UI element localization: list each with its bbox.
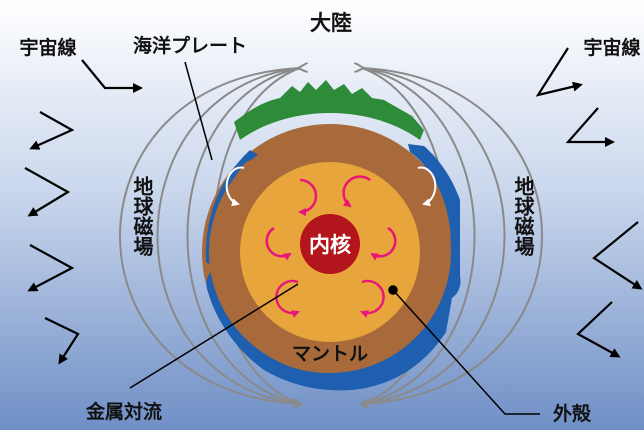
mantle-label: マントル (292, 343, 368, 365)
convection-arrow (342, 175, 371, 208)
earth (202, 80, 461, 391)
inner-core-label: 内核 (309, 233, 351, 257)
cosmic-ray-arrows-left (24, 59, 143, 365)
cosmic-ray-arrow (29, 111, 75, 150)
cosmic-ray-arrow (27, 244, 75, 292)
metal-convection-leader (129, 283, 299, 389)
mantle-arrow (417, 166, 437, 207)
cosmic-ray-arrow (44, 317, 80, 365)
outer-core-label: 外殻 (553, 402, 592, 425)
cosmic-ray-arrow (576, 301, 621, 358)
cosmic-ray-arrow (535, 47, 583, 97)
cosmic-ray-arrows-right (535, 47, 643, 358)
ocean-plate-label: 海洋プレート (133, 34, 247, 57)
leader-lines (129, 61, 540, 415)
cosmic-ray-arrow (24, 167, 71, 217)
continent (234, 80, 424, 140)
field-line-right-outer (362, 68, 543, 404)
ocean-plate-leader (184, 61, 213, 161)
cosmic-ray-arrow (81, 59, 143, 93)
convection-arrow (298, 178, 318, 216)
geomagnetic-field-label-right: 地球磁場 (511, 176, 535, 256)
mantle-convection-arrows (225, 166, 437, 207)
cosmic-ray-label-left: 宇宙線 (19, 36, 76, 59)
ocean-plate (205, 144, 461, 391)
core-convection-arrows (265, 175, 397, 318)
metal-convection-label: 金属対流 (85, 400, 162, 423)
convection-arrow (360, 279, 385, 318)
mantle-arrow (225, 166, 245, 207)
cosmic-ray-arrow (565, 107, 615, 147)
field-line-left-3 (186, 67, 301, 405)
convection-arrow (265, 226, 292, 261)
continent-label: 大陸 (310, 11, 352, 35)
field-line-right-3 (361, 67, 476, 405)
cosmic-ray-arrow (592, 221, 643, 290)
cosmic-ray-label-right: 宇宙線 (583, 36, 640, 59)
field-line-left-2 (156, 67, 301, 405)
geomagnetic-field-label-left: 地球磁場 (130, 176, 154, 256)
field-line-right-2 (361, 67, 506, 405)
outer-core-leader (392, 289, 540, 415)
outer-core-leader-dot (388, 285, 398, 295)
convection-arrow (370, 226, 397, 261)
field-line-left-outer (119, 68, 300, 404)
inner-core (300, 214, 360, 274)
